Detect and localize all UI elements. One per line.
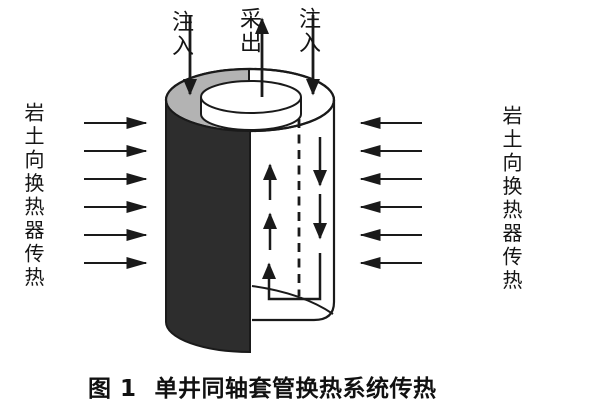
right-heat-transfer-label: 岩土向换热器传热 xyxy=(499,105,523,293)
figure-title: 单井同轴套管换热系统传热 xyxy=(154,376,437,402)
flow-bottom-turn-arrow xyxy=(262,253,322,301)
left-heat-transfer-label: 岩土向换热器传热 xyxy=(21,102,45,290)
casing-right-wall-and-bottom xyxy=(252,100,336,322)
left-heat-flux-arrows xyxy=(84,117,148,269)
right-heat-flux-arrows xyxy=(359,117,422,269)
inner-tube xyxy=(200,80,302,131)
extract-label: 采出 xyxy=(236,7,261,55)
figure-caption: 图 1 单井同轴套管换热系统传热 xyxy=(88,369,437,403)
inject-right-label: 注入 xyxy=(295,7,320,55)
casing-cut-surface xyxy=(165,99,251,354)
casing-interior-bottom-arc xyxy=(251,285,334,315)
inner-tube-opening-rim xyxy=(200,96,302,114)
figure-number: 图 1 xyxy=(88,376,137,402)
inject-left-label: 注入 xyxy=(168,10,193,58)
